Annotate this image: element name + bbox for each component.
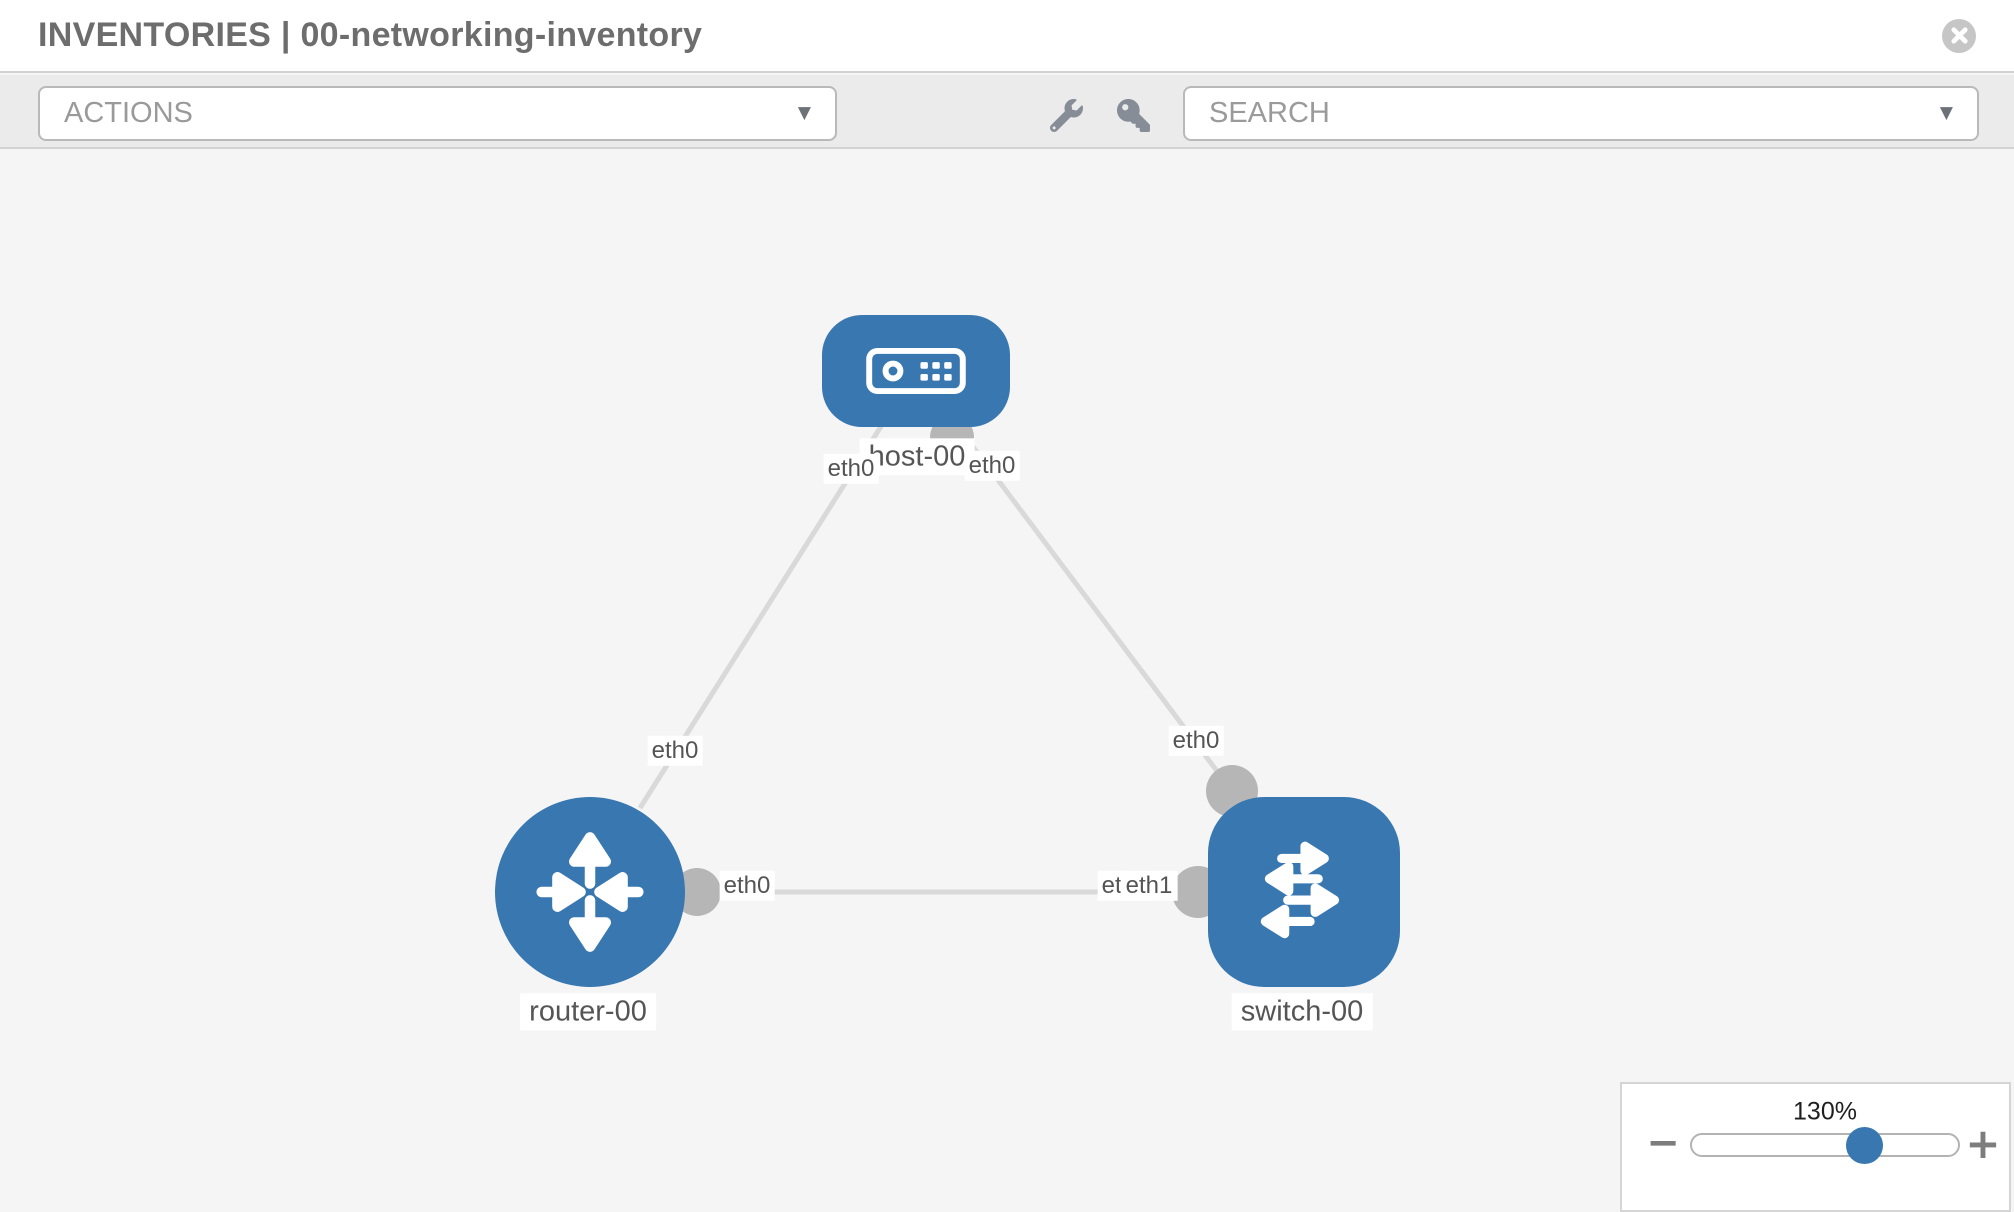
- search-dropdown-label: SEARCH: [1209, 97, 1330, 129]
- host-icon: [866, 347, 966, 395]
- iface-label-router-to-host: eth0: [647, 735, 703, 767]
- iface-label-switch-to-host: eth0: [1168, 725, 1224, 757]
- close-button[interactable]: [1942, 18, 1976, 53]
- iface-label-host-to-router: eth0: [823, 453, 879, 485]
- page-title: INVENTORIES | 00-networking-inventory: [38, 16, 703, 54]
- switch-icon: [1260, 841, 1340, 939]
- caret-down-icon: ▼: [797, 103, 811, 123]
- iface-label-router-to-switch: eth0: [719, 870, 775, 902]
- zoom-in-button[interactable]: +: [1965, 1119, 2001, 1168]
- iface-label-host-to-switch: eth0: [964, 450, 1020, 482]
- toolbar: ACTIONS ▼ SEARCH ▼: [0, 75, 2014, 149]
- credentials-button[interactable]: [1115, 97, 1151, 133]
- configure-button[interactable]: [1048, 97, 1084, 133]
- router-icon: [536, 832, 644, 952]
- search-dropdown[interactable]: SEARCH ▼: [1183, 86, 1979, 141]
- zoom-control-panel: 130% − +: [1620, 1082, 2011, 1212]
- wrench-icon: [1049, 98, 1083, 132]
- node-label-router: router-00: [520, 993, 656, 1031]
- iface-label-switch-to-router: eth1: [1120, 870, 1178, 902]
- node-host-00[interactable]: [822, 315, 1010, 427]
- close-icon: [1950, 27, 1968, 44]
- node-switch-00[interactable]: [1208, 797, 1400, 987]
- zoom-slider-handle[interactable]: [1846, 1127, 1883, 1164]
- zoom-slider-track[interactable]: [1690, 1133, 1960, 1157]
- key-icon: [1116, 98, 1150, 132]
- actions-dropdown-label: ACTIONS: [64, 97, 193, 129]
- header: INVENTORIES | 00-networking-inventory: [0, 0, 2014, 73]
- actions-dropdown[interactable]: ACTIONS ▼: [38, 86, 837, 141]
- node-label-switch: switch-00: [1231, 993, 1373, 1031]
- caret-down-icon: ▼: [1939, 103, 1953, 123]
- node-router-00[interactable]: [495, 797, 685, 987]
- topology-canvas[interactable]: [0, 149, 2014, 1200]
- zoom-level: 130%: [1793, 1097, 1857, 1126]
- zoom-out-button[interactable]: −: [1646, 1120, 1680, 1166]
